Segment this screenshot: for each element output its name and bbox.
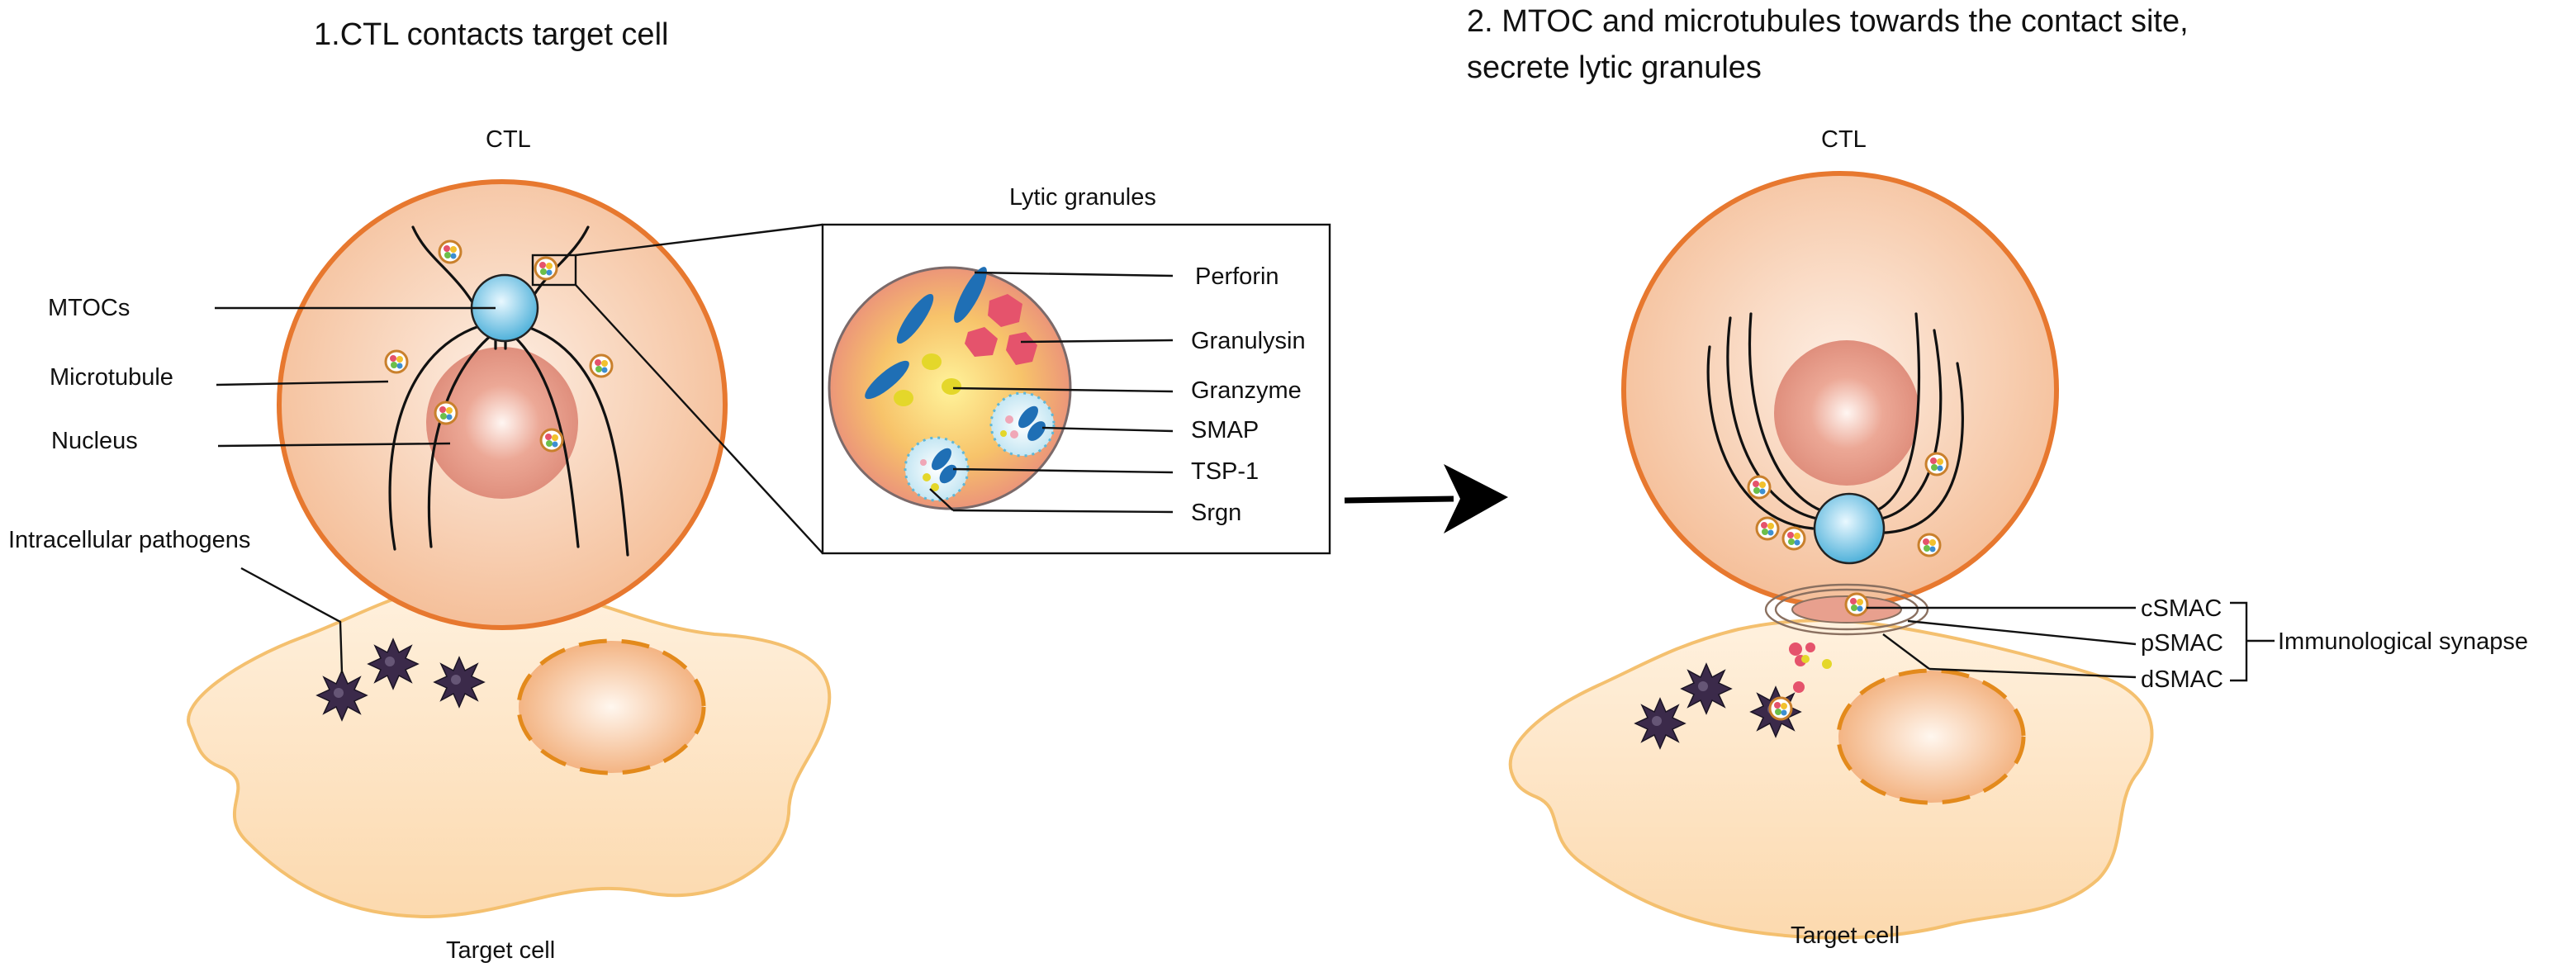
granule-2c — [1781, 526, 1806, 551]
granulysin-1 — [988, 294, 1022, 327]
granule-1c — [384, 349, 409, 374]
panel1-ctl-label: CTL — [486, 126, 531, 153]
label-psmac: pSMAC — [2141, 630, 2223, 657]
immunological-synapse — [1764, 583, 1929, 636]
label-csmac: cSMAC — [2141, 595, 2222, 622]
granule-2-infected — [1768, 696, 1793, 721]
leader-tsp1 — [952, 467, 1174, 474]
leader-dsmac-b — [1928, 667, 2137, 679]
perforin-2 — [896, 293, 934, 344]
label-granulysin: Granulysin — [1191, 328, 1306, 354]
label-dsmac: dSMAC — [2141, 666, 2223, 693]
transition-arrow — [1344, 464, 1508, 533]
granules-title: Lytic granules — [1009, 184, 1156, 211]
leader-granulysin — [1020, 339, 1174, 344]
granule-2b — [1755, 516, 1780, 541]
label-microtubule: Microtubule — [50, 364, 173, 391]
target-cell-2 — [1508, 619, 2154, 940]
pathogen-3 — [434, 657, 485, 708]
panel2-title-line1: 2. MTOC and microtubules towards the con… — [1467, 4, 2189, 39]
leader-dsmac-a — [1882, 633, 1930, 670]
zoom-box — [531, 254, 577, 287]
ctl-1-nucleus — [426, 347, 578, 499]
ctl-2-nucleus — [1774, 340, 1919, 486]
panel1-title: 1.CTL contacts target cell — [314, 17, 668, 52]
label-smap: SMAP — [1191, 417, 1259, 443]
zoom-line-top — [575, 223, 823, 257]
label-srgn: Srgn — [1191, 500, 1241, 526]
label-tsp1: TSP-1 — [1191, 458, 1259, 485]
granzyme-1 — [922, 353, 942, 370]
pathogen-4 — [1634, 698, 1686, 749]
granule-1b — [534, 256, 558, 281]
pathogen-5 — [1681, 663, 1732, 714]
perforin-3 — [865, 360, 909, 400]
granulysin-2 — [965, 327, 998, 357]
panel2-ctl-label: CTL — [1821, 126, 1867, 153]
panel2-title-line2: secrete lytic granules — [1467, 50, 1762, 85]
granzyme-2 — [942, 378, 961, 395]
panel1-target-label: Target cell — [446, 937, 555, 964]
released-granzyme-1 — [1801, 655, 1810, 663]
released-granulysin-4 — [1793, 681, 1805, 693]
smap-vesicle-1 — [989, 391, 1056, 458]
label-immunological-synapse: Immunological synapse — [2278, 628, 2528, 655]
label-perforin: Perforin — [1195, 263, 1279, 290]
target-cell-2-nucleus — [1836, 668, 2026, 805]
panel2-target-label: Target cell — [1791, 922, 1900, 949]
granule-1a — [438, 239, 463, 264]
released-granulysin-3 — [1805, 642, 1815, 652]
released-granulysin-1 — [1789, 642, 1802, 656]
leader-granzyme — [952, 386, 1174, 393]
target-cell-1 — [187, 580, 832, 919]
granule-1d — [589, 353, 614, 378]
granule-2a — [1747, 475, 1772, 500]
pathogen-1 — [316, 670, 368, 721]
granule-1e — [434, 401, 458, 425]
synapse-bracket — [2230, 601, 2248, 682]
label-pathogens: Intracellular pathogens — [8, 527, 250, 553]
leader-microtubule — [216, 380, 389, 386]
granule-2e — [1917, 533, 1942, 557]
leader-smap — [1041, 426, 1174, 433]
leader-nucleus — [217, 442, 451, 448]
granule-2d — [1924, 452, 1949, 477]
leader-srgn-a — [929, 488, 954, 511]
label-granzyme: Granzyme — [1191, 377, 1302, 404]
granulysin-3 — [1006, 332, 1037, 365]
label-mtocs: MTOCs — [48, 295, 130, 321]
label-nucleus: Nucleus — [51, 428, 138, 454]
perforin-1 — [954, 267, 987, 323]
leader-psmac — [1907, 619, 2137, 646]
zoom-line-bottom — [575, 284, 823, 554]
leader-perforin — [974, 271, 1174, 277]
mtoc-2 — [1813, 492, 1886, 565]
pathogen-2 — [368, 638, 419, 690]
microtubules-2 — [1706, 312, 1964, 534]
granzyme-3 — [894, 390, 913, 406]
released-granzyme-2 — [1822, 659, 1832, 669]
leader-pathogens — [240, 567, 344, 674]
granule-1f — [539, 428, 564, 453]
target-cell-1-nucleus — [516, 638, 706, 775]
leader-srgn-b — [952, 509, 1174, 514]
